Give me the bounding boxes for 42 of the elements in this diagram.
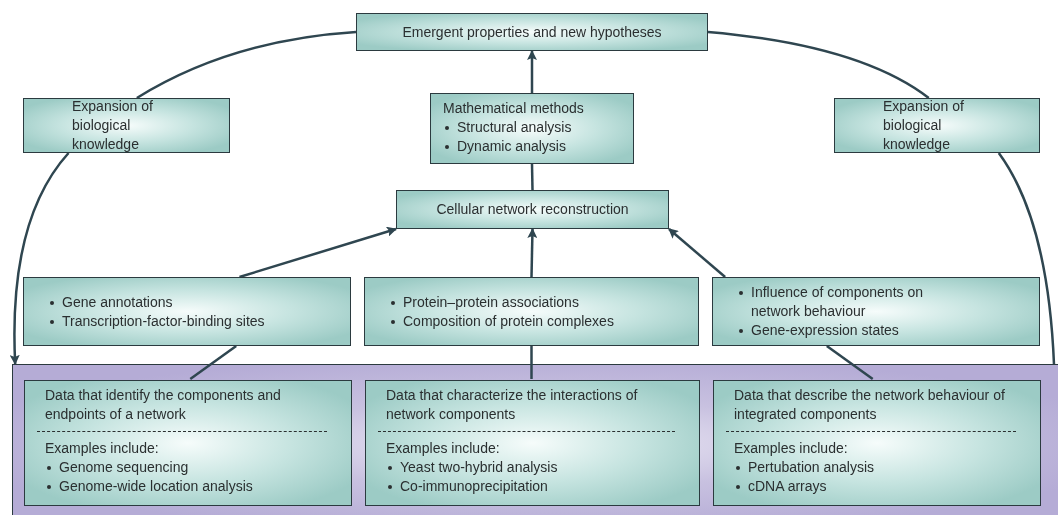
box-heading: Data that characterize the interactions of network components (386, 386, 639, 424)
bullet-item: Co-immunoprecipitation (386, 477, 667, 496)
box-label: Expansion of biological knowledge (72, 97, 154, 154)
process-box (364, 277, 699, 346)
arrow (527, 50, 537, 93)
box-subheading: Examples include: (45, 439, 160, 458)
box-label: Cellular network reconstruction (436, 200, 629, 219)
bullet-item: Pertubation analysis (734, 458, 1008, 477)
bullet-item: Structural analysis (443, 118, 621, 137)
bullet-item: Yeast two-hybrid analysis (386, 458, 667, 477)
bullet-item: Dynamic analysis (443, 137, 621, 156)
process-box (23, 98, 230, 153)
bullet-item: Genome-wide location analysis (45, 477, 319, 496)
bullet-item: cDNA arrays (734, 477, 1008, 496)
bullet-item: Influence of components on network behaviour (737, 283, 975, 321)
bullet-item: Composition of protein complexes (389, 311, 614, 331)
box-subheading: Examples include: (734, 439, 849, 458)
box-heading: Mathematical methods (443, 99, 585, 118)
box-heading: Data that identify the components and endpoints of a network (45, 386, 282, 424)
process-box (834, 98, 1040, 153)
arrow (9, 152, 70, 365)
arrow (527, 228, 538, 278)
bullet-item: Transcription-factor-binding sites (48, 311, 265, 331)
process-box (430, 93, 634, 164)
process-box (712, 277, 1040, 346)
bullet-item: Genome sequencing (45, 458, 319, 477)
arrow (239, 226, 397, 279)
process-box (365, 380, 700, 506)
process-box (24, 380, 352, 506)
arrow (668, 228, 726, 278)
process-box (23, 277, 351, 346)
box-label: Emergent properties and new hypotheses (402, 22, 662, 42)
box-label: Expansion of biological knowledge (883, 97, 965, 154)
process-box (396, 190, 669, 229)
bullet-item: Protein–protein associations (389, 292, 614, 312)
bullet-item: Gene annotations (48, 292, 265, 312)
process-box (713, 380, 1041, 506)
box-subheading: Examples include: (386, 439, 501, 458)
process-box (356, 13, 708, 51)
box-heading: Data that describe the network behaviour of integrated components (734, 386, 1006, 424)
bullet-item: Gene-expression states (737, 321, 975, 340)
background-panel (12, 364, 1058, 515)
